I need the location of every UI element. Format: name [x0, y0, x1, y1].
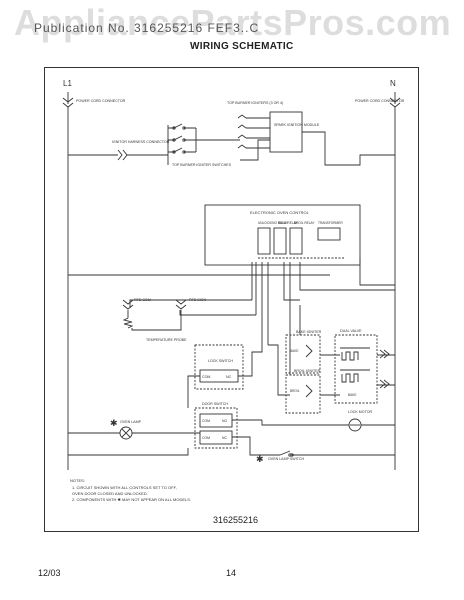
svg-text:BAKE: BAKE: [348, 393, 357, 397]
door-switch-bottom-contact: [199, 430, 233, 445]
door-switch-label: DOOR SWITCH: [202, 402, 228, 406]
svg-text:NO: NO: [222, 419, 227, 423]
oven-lamp-switch-label: OVEN LAMP SWITCH: [268, 457, 304, 461]
svg-text:BROIL RELAY: BROIL RELAY: [294, 221, 315, 225]
model-header: Publication No. 316255216 FEF3..C: [34, 21, 260, 35]
temp-probe-resistor: [122, 310, 134, 329]
bake-igniter-label: BAKE IGNITER: [296, 330, 322, 334]
door-switch-box: [194, 407, 238, 449]
note-2: 2. COMPONENTS WITH ✱ MAY NOT APPEAR ON A…: [72, 497, 191, 502]
n-power-connector-symbol: [389, 97, 401, 103]
l1-power-connector-symbol: [62, 97, 74, 103]
oven-lamp-label: OVEN LAMP: [120, 420, 142, 424]
svg-text:BROIL: BROIL: [290, 389, 300, 393]
power-cord-left-label: POWER CORD CONNECTOR: [76, 99, 126, 103]
dual-valve-box: [334, 334, 378, 404]
footer-page-number: 14: [226, 568, 237, 578]
schematic-part-number: 316255216: [213, 515, 259, 525]
ignitor-harness-connector: [117, 149, 128, 161]
ignitor-harness-label: IGNITOR HARNESS CONNECTOR: [112, 140, 170, 144]
bake-igniter-box: [285, 334, 321, 374]
transformer: [317, 227, 341, 241]
door-switch-top-contact: [199, 413, 233, 428]
svg-text:BAKE: BAKE: [290, 349, 299, 353]
spark-module-label: SPARK IGNITION MODULE: [274, 123, 320, 127]
oven-lamp-switch-star: ✱: [256, 454, 264, 464]
oven-lamp-switch: [279, 450, 395, 456]
temp-probe-label: TEMPERATURE PROBE: [146, 338, 187, 342]
unlocking-relay: [257, 227, 271, 255]
rtd-com-label: RTD COM: [134, 298, 151, 302]
svg-text:COM: COM: [202, 375, 210, 379]
svg-text:TRANSFORMER: TRANSFORMER: [318, 221, 343, 225]
oven-lamp-star: ✱: [110, 418, 118, 428]
notes-heading: NOTES:: [70, 478, 85, 483]
svg-text:BAKE RELAY: BAKE RELAY: [278, 221, 298, 225]
rtd-sig-label: RTD SIGN: [189, 298, 207, 302]
rtd-com-connector: [122, 299, 134, 310]
dual-valve-label: DUAL VALVE: [340, 329, 362, 333]
lock-motor-label: LOCK MOTOR: [348, 410, 372, 414]
top-burner-switches: [168, 123, 196, 154]
svg-text:NC: NC: [226, 375, 232, 379]
svg-text:UNLOCKING RELAY: UNLOCKING RELAY: [258, 221, 289, 225]
broil-valve-coil: [341, 373, 359, 383]
rtd-sig-connector: [175, 299, 187, 310]
broil-igniter-box: [285, 374, 321, 414]
broil-igniter-label: BROIL IGNITER: [294, 369, 321, 373]
spark-module-box: [269, 111, 303, 153]
footer-date: 12/03: [38, 568, 61, 578]
rail-l1-label: L1: [63, 79, 72, 88]
note-1: 1. CIRCUIT SHOWN WITH ALL CONTROLS SET T…: [72, 485, 177, 490]
lock-switch-box: [194, 344, 244, 390]
svg-text:COM: COM: [202, 419, 210, 423]
rail-n-label: N: [390, 79, 396, 88]
bake-relay: [273, 227, 287, 255]
power-cord-right-label: POWER CORD CONNECTOR: [355, 99, 405, 103]
eoc-relays: UNLOCKING RELAY BAKE RELAY BROIL RELAY T…: [258, 221, 343, 225]
valve-connector-2: [379, 379, 390, 389]
top-burner-igniters-label: TOP BURNER IGNITERS (3 OR 4): [227, 101, 283, 105]
top-burner-igniters: [237, 114, 270, 149]
eoc-label: ELECTRONIC OVEN CONTROL: [250, 210, 310, 215]
eoc-box: [204, 204, 361, 266]
lock-switch-label: LOCK SWITCH: [208, 359, 233, 363]
svg-text:COM: COM: [202, 436, 210, 440]
top-burner-switches-label: TOP BURNER IGNITER SWITCHES: [172, 163, 232, 167]
svg-text:NC: NC: [222, 436, 227, 440]
diagram-frame: [44, 67, 419, 532]
note-1b: OVEN DOOR CLOSED AND UNLOCKED.: [72, 491, 148, 496]
page-title: WIRING SCHEMATIC: [190, 41, 294, 52]
valve-connector-1: [379, 349, 390, 359]
bake-valve-coil: [341, 351, 359, 361]
watermark: AppliancePartsPros.com: [14, 2, 452, 43]
broil-relay: [289, 227, 303, 255]
